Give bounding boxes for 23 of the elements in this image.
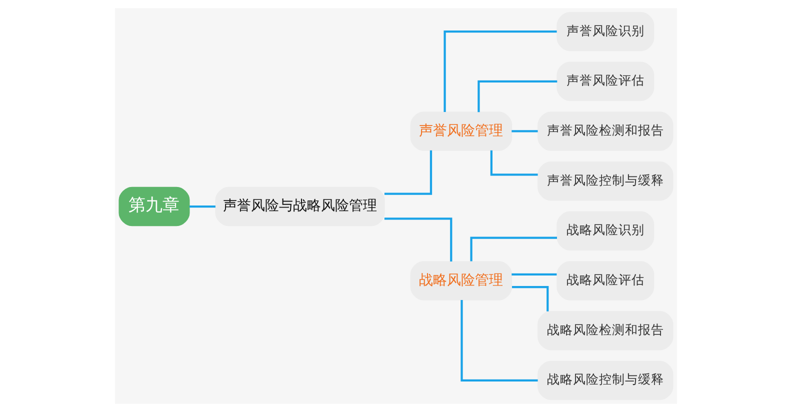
- connector: [512, 286, 549, 312]
- connector: [478, 80, 558, 112]
- connector: [460, 300, 538, 382]
- connector: [490, 150, 538, 176]
- node-box: 战略风险识别: [556, 211, 654, 251]
- node-box: 声誉风险识别: [556, 12, 654, 52]
- connector: [444, 30, 557, 112]
- connector: [384, 150, 432, 195]
- node-box: 声誉风险检测和报告: [538, 112, 674, 151]
- node-box: 战略风险检测和报告: [538, 310, 674, 350]
- connector: [512, 130, 538, 132]
- connector: [512, 273, 557, 276]
- node-box: 第九章: [118, 186, 190, 226]
- connector: [384, 218, 452, 262]
- node-box: 战略风险评估: [556, 261, 654, 300]
- node-box: 战略风险管理: [410, 261, 512, 300]
- node-box: 声誉风险与战略风险管理: [215, 186, 385, 226]
- node-box: 声誉风险评估: [556, 62, 654, 102]
- node-box: 声誉风险控制与缓释: [538, 161, 674, 201]
- node-box: 战略风险控制与缓释: [538, 360, 674, 400]
- connector: [470, 236, 557, 262]
- connector: [190, 205, 216, 208]
- node-box: 声誉风险管理: [410, 112, 512, 151]
